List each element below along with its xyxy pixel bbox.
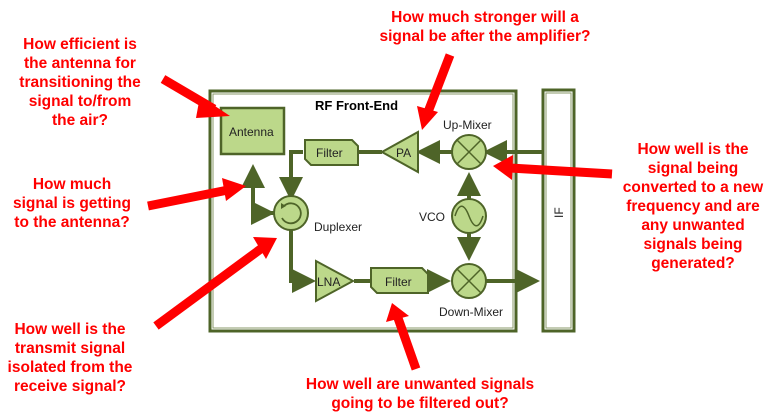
down-mixer-block: Down-Mixer (439, 263, 503, 319)
question-line: signal be after the amplifier? (379, 28, 591, 45)
arrow-to-antenna (160, 75, 230, 118)
antenna-label: Antenna (229, 125, 274, 139)
question-line: How much (32, 176, 112, 193)
lna-label: LNA (317, 275, 340, 289)
question-line: signal to/from (28, 93, 132, 110)
up-mixer-label: Up-Mixer (443, 118, 492, 132)
arrow-to-duplexer (153, 237, 277, 330)
vco-block: VCO (419, 198, 487, 234)
tx-filter-label: Filter (316, 146, 343, 160)
question-line: frequency and are (626, 198, 760, 215)
duplexer-label: Duplexer (314, 220, 362, 234)
sine-wave-icon (454, 205, 484, 227)
pa-block: PA (379, 130, 419, 174)
question-line: signals being (643, 236, 743, 253)
signal-wires (241, 140, 543, 293)
question-antenna-efficiency: How efficient is the antenna for transit… (10, 35, 150, 130)
diagram-title: RF Front-End (315, 98, 398, 113)
duplexer-block: Duplexer (273, 195, 362, 234)
question-signal-to-antenna: How much signal is getting to the antenn… (2, 175, 142, 232)
down-mixer-label: Down-Mixer (439, 305, 503, 319)
wire-duplexer-to-lna (289, 230, 316, 293)
tx-filter-block: Filter (304, 139, 359, 166)
question-line: converted to a new (622, 179, 764, 196)
question-isolation: How well is the transmit signal isolated… (0, 320, 140, 396)
if-label: IF (552, 207, 566, 218)
question-line: isolated from the (7, 359, 133, 376)
question-line: How well is the (637, 141, 749, 158)
question-line: to the antenna? (14, 214, 130, 231)
question-filtering: How well are unwanted signals going to b… (285, 375, 555, 413)
rx-filter-block: Filter (370, 267, 429, 294)
arrow-to-pa (417, 53, 455, 130)
lna-block: LNA (315, 259, 356, 303)
arrow-to-rx-filter (386, 303, 421, 371)
arrow-to-antenna-feed (147, 178, 246, 211)
question-amplifier-gain: How much stronger will a signal be after… (355, 8, 615, 46)
question-line: transitioning the (19, 74, 141, 91)
wire-filter-to-duplexer (279, 150, 303, 201)
question-line: How efficient is (23, 36, 137, 53)
rx-filter-label: Filter (385, 275, 412, 289)
question-line: How well is the (14, 321, 126, 338)
question-mixer-conversion: How well is the signal being converted t… (608, 140, 778, 273)
question-line: signal being (647, 160, 739, 177)
question-line: generated? (651, 255, 735, 272)
question-line: signal is getting (13, 195, 131, 212)
question-line: How well are unwanted signals (305, 376, 535, 393)
antenna-block: Antenna (219, 106, 286, 156)
question-line: How much stronger will a (391, 9, 579, 26)
question-line: any unwanted (641, 217, 745, 234)
vco-label: VCO (419, 210, 445, 224)
question-line: the air? (52, 112, 108, 129)
pa-label: PA (396, 146, 411, 160)
circulator-icon (281, 202, 302, 225)
callout-arrows (147, 53, 613, 371)
question-line: transmit signal (14, 340, 126, 357)
question-line: the antenna for (24, 55, 136, 72)
question-line: receive signal? (13, 378, 126, 395)
question-line: going to be filtered out? (331, 395, 509, 412)
up-mixer-block: Up-Mixer (443, 118, 492, 170)
arrow-to-up-mixer (493, 155, 613, 180)
if-block: IF (541, 88, 576, 333)
